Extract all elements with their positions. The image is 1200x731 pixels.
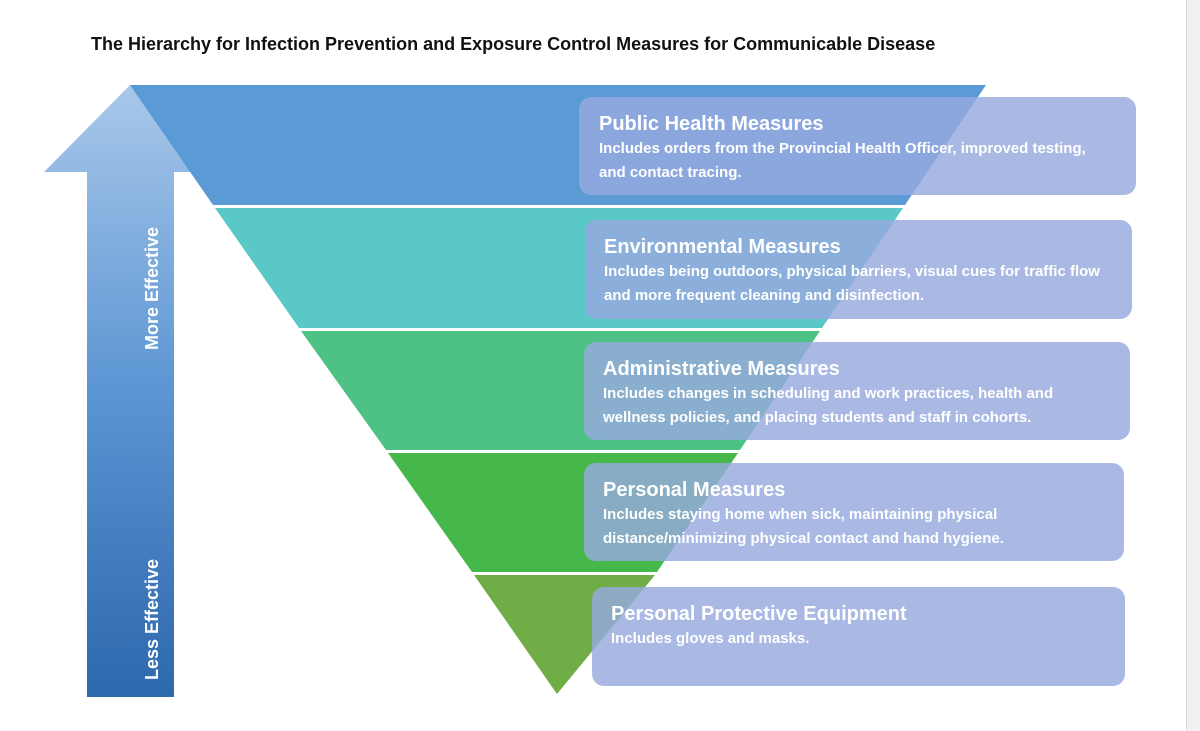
level-title: Public Health Measures [599,113,824,135]
level-text-environmental: Environmental Measures Includes being ou… [604,234,1119,308]
level-description: Includes being outdoors, physical barrie… [604,263,1100,304]
level-title: Personal Protective Equipment [611,603,907,625]
level-description: Includes staying home when sick, maintai… [603,506,1004,547]
level-description: Includes changes in scheduling and work … [603,385,1054,426]
window-edge [1186,0,1200,731]
level-text-public-health: Public Health Measures Includes orders f… [599,111,1099,185]
level-box-public-health [579,97,1136,195]
level-description: Includes gloves and masks. [611,630,810,647]
level-title: Environmental Measures [604,236,841,258]
level-box-administrative [584,342,1130,440]
less-effective-label: Less Effective [142,558,162,680]
effectiveness-arrow [44,85,216,697]
level-title: Personal Measures [603,479,786,501]
level-box-ppe [592,587,1125,686]
level-text-personal: Personal Measures Includes staying home … [603,477,1073,551]
diagram-title: The Hierarchy for Infection Prevention a… [91,34,936,54]
more-effective-label: More Effective [142,226,162,350]
level-title: Administrative Measures [603,358,840,380]
level-description: Includes orders from the Provincial Heal… [599,140,1086,181]
level-box-personal [584,463,1124,561]
level-text-administrative: Administrative Measures Includes changes… [603,356,1108,430]
level-text-ppe: Personal Protective Equipment Includes g… [611,601,1111,651]
level-box-environmental [585,220,1132,319]
